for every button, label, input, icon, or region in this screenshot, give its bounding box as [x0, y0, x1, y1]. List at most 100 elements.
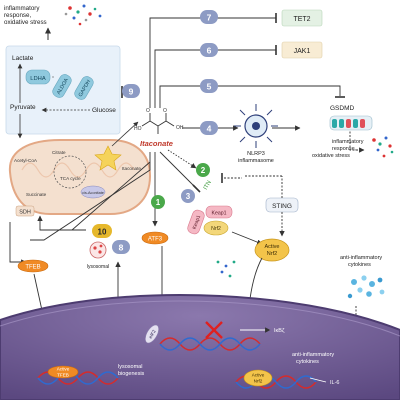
tfeb-label: TFEB — [25, 265, 40, 271]
nrf2-label: Nrf2 — [211, 226, 221, 232]
lactate-label: Lactate — [12, 55, 34, 62]
active-tfeb-label-2: TFEB — [57, 373, 69, 378]
sdh-label: SDH — [19, 210, 31, 216]
itaconate-molecule: HO OH O O Itaconate — [134, 108, 184, 148]
ikbz-label: IκBζ — [274, 328, 285, 334]
keap1-top-label: Keap1 — [211, 211, 226, 217]
gsdmd-pore-icon — [329, 115, 373, 131]
active-nrf2-nuclear-blob: Active Nrf2 — [243, 369, 273, 387]
badge-6: 6 — [200, 43, 218, 57]
mito-itaconate-label: Itaconate — [122, 166, 141, 171]
keap1-nrf2-complex: Keap1 Keap1 Nrf2 — [187, 205, 233, 236]
badge-4: 4 — [200, 121, 218, 135]
badge-5: 5 — [200, 79, 218, 93]
lysosomal-label: lysosomal — [87, 264, 109, 270]
molecule-oh: OH — [176, 125, 184, 131]
badge-1: 1 — [151, 195, 165, 209]
keap1-left-label: Keap1 — [192, 214, 203, 230]
glycolysis-panel: Lactate Pyruvate Glucose LDHA ALDOA GAPD… — [5, 45, 121, 135]
top-left-label-2: response, — [4, 12, 31, 19]
active-nrf2-label-2: Nrf2 — [267, 251, 277, 257]
ldha-label: LDHA — [30, 76, 46, 82]
sting-box: STING — [265, 197, 299, 213]
top-left-label-1: inflammatory — [4, 5, 40, 12]
tca-cycle-ring — [53, 155, 87, 189]
active-nrf2-label-1: Active — [265, 244, 280, 250]
svg-text:4: 4 — [207, 124, 212, 134]
anti-cytokine-bubbles-icon — [347, 275, 385, 299]
svg-text:5: 5 — [207, 82, 212, 92]
itaconate-to-tfeb-path — [30, 152, 151, 241]
il6-inhibit-line — [309, 377, 327, 383]
cis-aconitate-blob — [80, 185, 106, 199]
glucose-label: Glucose — [92, 107, 116, 114]
nlrp3-label-2: inflammasome — [238, 158, 274, 164]
right-inflam-3: oxidative stress — [312, 153, 350, 159]
tfeb-entry-arrow — [9, 222, 27, 265]
itaconate-star-icon — [94, 145, 122, 171]
tet2-label: TET2 — [293, 16, 310, 23]
top-left-label-3: oxidative stress — [4, 19, 47, 26]
itaconate-to-itn-arrow — [167, 149, 197, 169]
mitochondrion: Acetyl-CoA Citrate TCA cycle Succinate c… — [8, 121, 152, 217]
gsdmd-label: GSDMD — [330, 105, 355, 112]
il6-label: IL-6 — [330, 380, 339, 386]
svg-text:3: 3 — [186, 192, 191, 201]
transcription-block-x-icon — [205, 321, 223, 339]
cytokine-dots-right-icon — [372, 136, 394, 158]
mito-to-itaconate-arrow — [111, 121, 139, 147]
itaconate-to-keap1 — [159, 151, 197, 189]
itn-badge: ITN — [203, 180, 213, 191]
badge-2: 2 — [196, 163, 210, 177]
top-left-inflammation: inflammatory response, oxidative stress — [4, 4, 102, 40]
active-tfeb-label-1: Active — [57, 367, 70, 372]
molecule-o-2: O — [163, 108, 167, 114]
tfeb-blob: TFEB — [17, 259, 49, 273]
lysosomal-biogenesis-1: lysosomal — [118, 364, 142, 370]
active-nrf2-blob: Active Nrf2 — [254, 238, 290, 262]
nuclear-nrf2-label-1: Active — [252, 373, 265, 378]
sdh-inhibit-arrow — [37, 215, 86, 231]
right-inflam-1: inflammatory — [332, 139, 364, 145]
pyruvate-label: Pyruvate — [10, 104, 36, 111]
citrate-label: Citrate — [52, 150, 66, 155]
cis-aconitate-label: cis-Aconitate — [82, 191, 104, 195]
right-inflam-2: response, — [332, 146, 357, 152]
tet2-box: TET2 — [281, 9, 323, 27]
svg-text:9: 9 — [129, 87, 134, 97]
svg-text:7: 7 — [207, 13, 212, 23]
badge-7: 7 — [200, 10, 218, 24]
lysosomal-biogenesis-2: biogenesis — [118, 371, 145, 377]
active-tfeb-blob: Active TFEB — [47, 365, 79, 379]
number-badges: 7 6 5 4 9 2 3 1 10 8 — [92, 10, 218, 254]
svg-text:1: 1 — [156, 198, 161, 207]
nlrp3-inflammasome-icon — [234, 104, 278, 148]
badge-10: 10 — [92, 224, 112, 238]
badge-8: 8 — [112, 240, 130, 254]
anti-cyto-label-1: anti-inflammatory — [340, 255, 382, 261]
nrf2-activation-arrow — [231, 231, 263, 245]
itaconate-center-label: Itaconate — [140, 139, 173, 148]
nrf2-dots-icon — [216, 260, 236, 278]
eif2-label: eIF2 — [148, 329, 157, 340]
nuclear-nrf2-label-2: Nrf2 — [254, 379, 263, 384]
nlrp3-label-1: NLRP3 — [247, 151, 265, 157]
svg-text:10: 10 — [98, 228, 107, 237]
badge-3: 3 — [181, 189, 195, 203]
jak1-box: JAK1 — [281, 41, 323, 59]
jak1-label: JAK1 — [294, 48, 311, 55]
eif2-blob: eIF2 — [145, 324, 159, 344]
molecule-ho: HO — [134, 126, 142, 132]
ldha-enzyme: LDHA — [25, 69, 51, 85]
atf3-blob: ATF3 — [141, 231, 169, 245]
dna-helix-center — [159, 337, 261, 351]
svg-text:6: 6 — [207, 46, 212, 56]
itn-label: ITN — [203, 180, 213, 191]
svg-text:8: 8 — [119, 243, 124, 253]
nuclear-anti-cyto-2: cytokines — [296, 359, 319, 365]
lysosome-icon — [89, 241, 107, 259]
anti-cyto-label-2: cytokines — [348, 262, 371, 268]
sting-label: STING — [272, 203, 292, 210]
badge-9: 9 — [122, 84, 140, 98]
